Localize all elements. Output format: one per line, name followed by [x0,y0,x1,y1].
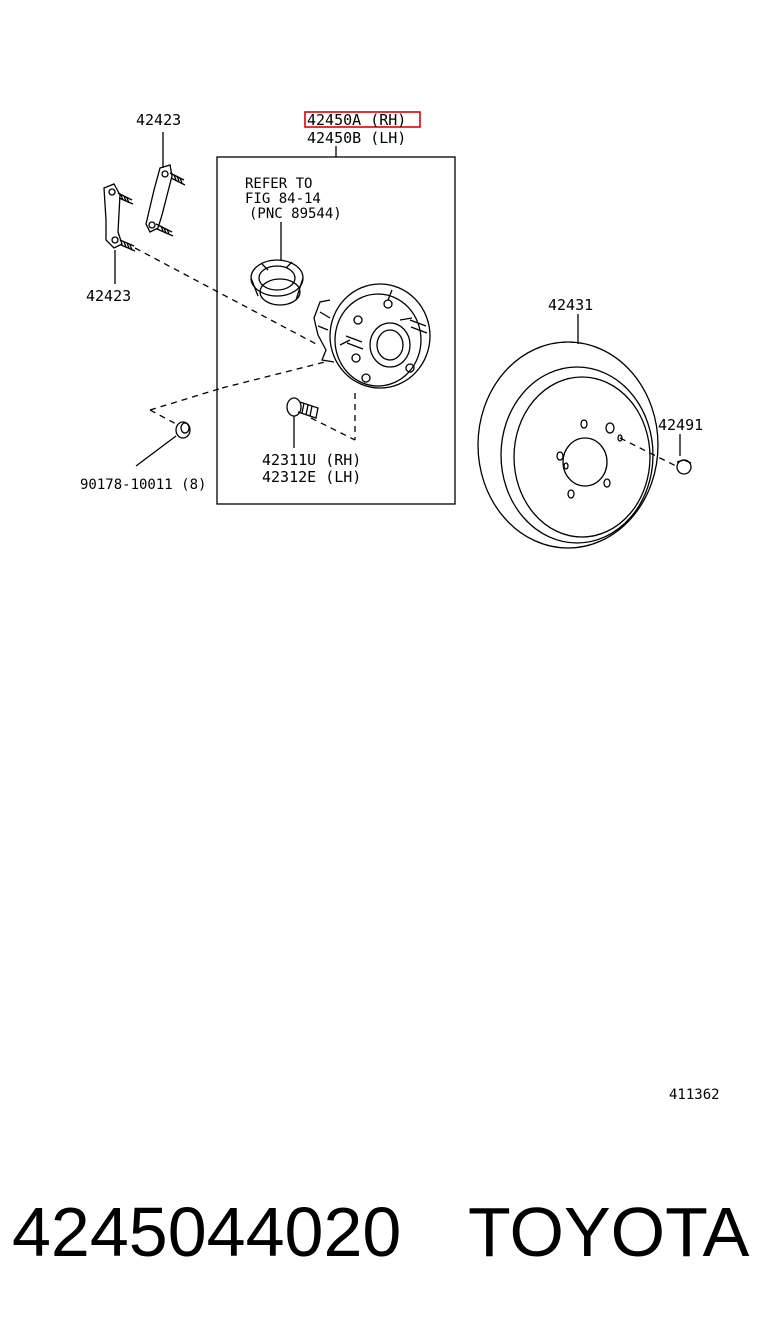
brake-disc-drawing [477,314,677,549]
label-disc-screw: 42491 [658,416,703,434]
label-refer-2: FIG 84-14 [245,191,321,207]
bearing-drawing [250,222,304,306]
label-hub-bolt-lh: 42312E (LH) [262,468,361,486]
label-bolt-code: 90178-10011 (8) [80,477,206,493]
label-hub-lh: 42450B (LH) [307,129,406,147]
label-refer-1: REFER TO [245,176,312,192]
nut-drawing [135,421,191,467]
hub-bolt-drawing [286,397,319,448]
hub-drawing [310,283,431,441]
label-hub-rh: 42450A (RH) [307,111,406,129]
bracket-top-drawing [145,132,186,237]
label-illustration-number: 411362 [669,1087,720,1103]
disc-screw-drawing [676,434,692,475]
part-number: 4245044020 [12,1193,402,1271]
bracket-bottom-drawing [103,183,136,284]
brand-name: TOYOTA [468,1193,750,1271]
label-refer-3: (PNC 89544) [249,206,342,222]
label-disc: 42431 [548,296,593,314]
label-bracket-top: 42423 [136,111,181,129]
label-hub-bolt-rh: 42311U (RH) [262,451,361,469]
label-bracket-bottom: 42423 [86,287,131,305]
highlight-box [304,111,421,128]
